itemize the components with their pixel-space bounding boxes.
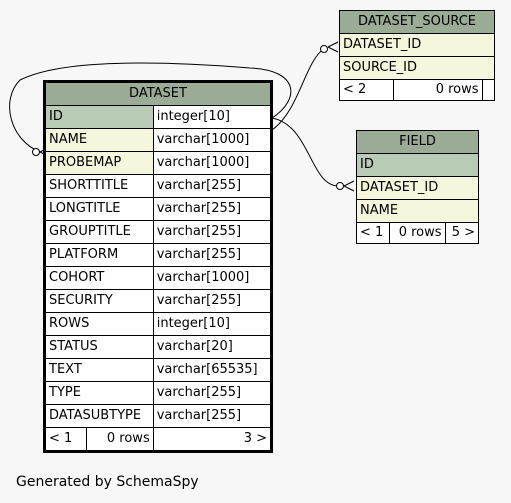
edge-self-loop: [9, 62, 292, 153]
table-title: DATASET_SOURCE: [339, 10, 495, 34]
column-name: ID: [356, 153, 479, 177]
column-type: varchar[255]: [152, 404, 273, 428]
footer-rows: 0 rows: [389, 222, 446, 244]
footer-rows: 0 rows: [85, 427, 154, 452]
edge-field-end: [336, 182, 344, 190]
column-name: TEXT: [44, 358, 154, 382]
column-type: varchar[1000]: [152, 151, 273, 175]
column-name: SHORTTITLE: [44, 174, 154, 198]
footer-children: [481, 79, 496, 101]
column-name: PROBEMAP: [44, 151, 154, 175]
column-type: varchar[1000]: [152, 266, 273, 290]
column-name: DATASET_ID: [339, 33, 495, 57]
column-name: NAME: [356, 199, 479, 223]
column-name: DATASUBTYPE: [44, 404, 154, 428]
footer-children: 3 >: [152, 427, 273, 452]
footer-parents: < 1: [44, 427, 87, 452]
footer-parents: < 1: [355, 222, 391, 244]
edge-dataset-source-end: [320, 45, 328, 53]
column-type: varchar[1000]: [152, 128, 273, 152]
table-row[interactable]: SOURCE_ID: [339, 56, 495, 80]
footer-rows: 0 rows: [392, 79, 483, 101]
column-type: varchar[255]: [152, 381, 273, 405]
footer-children: 5 >: [444, 222, 480, 244]
column-type: varchar[255]: [152, 174, 273, 198]
table-row[interactable]: ID: [356, 153, 479, 177]
column-name: DATASET_ID: [356, 176, 479, 200]
table-title: FIELD: [356, 130, 479, 154]
table-title: DATASET: [44, 81, 272, 106]
footer-parents: < 2: [339, 79, 394, 101]
column-type: integer[10]: [152, 105, 273, 129]
column-name: PLATFORM: [44, 243, 154, 267]
column-name: GROUPTITLE: [44, 220, 154, 244]
column-name: SECURITY: [44, 289, 154, 313]
generated-by-label: Generated by SchemaSpy: [16, 474, 199, 490]
column-type: varchar[255]: [152, 243, 273, 267]
column-type: integer[10]: [152, 312, 273, 336]
column-type: varchar[255]: [152, 197, 273, 221]
column-name: STATUS: [44, 335, 154, 359]
edge-field: [271, 117, 339, 187]
column-type: varchar[255]: [152, 289, 273, 313]
column-name: COHORT: [44, 266, 154, 290]
column-name: NAME: [44, 128, 154, 152]
column-type: varchar[20]: [152, 335, 273, 359]
column-name: ROWS: [44, 312, 154, 336]
edge-self-loop-end: [32, 148, 40, 156]
column-name: SOURCE_ID: [339, 56, 495, 80]
column-type: varchar[65535]: [152, 358, 273, 382]
edge-dataset-source: [271, 47, 326, 131]
column-name: ID: [44, 105, 154, 129]
column-type: varchar[255]: [152, 220, 273, 244]
column-name: LONGTITLE: [44, 197, 154, 221]
table-row[interactable]: DATASET_ID: [339, 33, 495, 57]
column-name: TYPE: [44, 381, 154, 405]
table-row[interactable]: DATASET_ID: [356, 176, 479, 200]
table-row[interactable]: NAME: [356, 199, 479, 223]
